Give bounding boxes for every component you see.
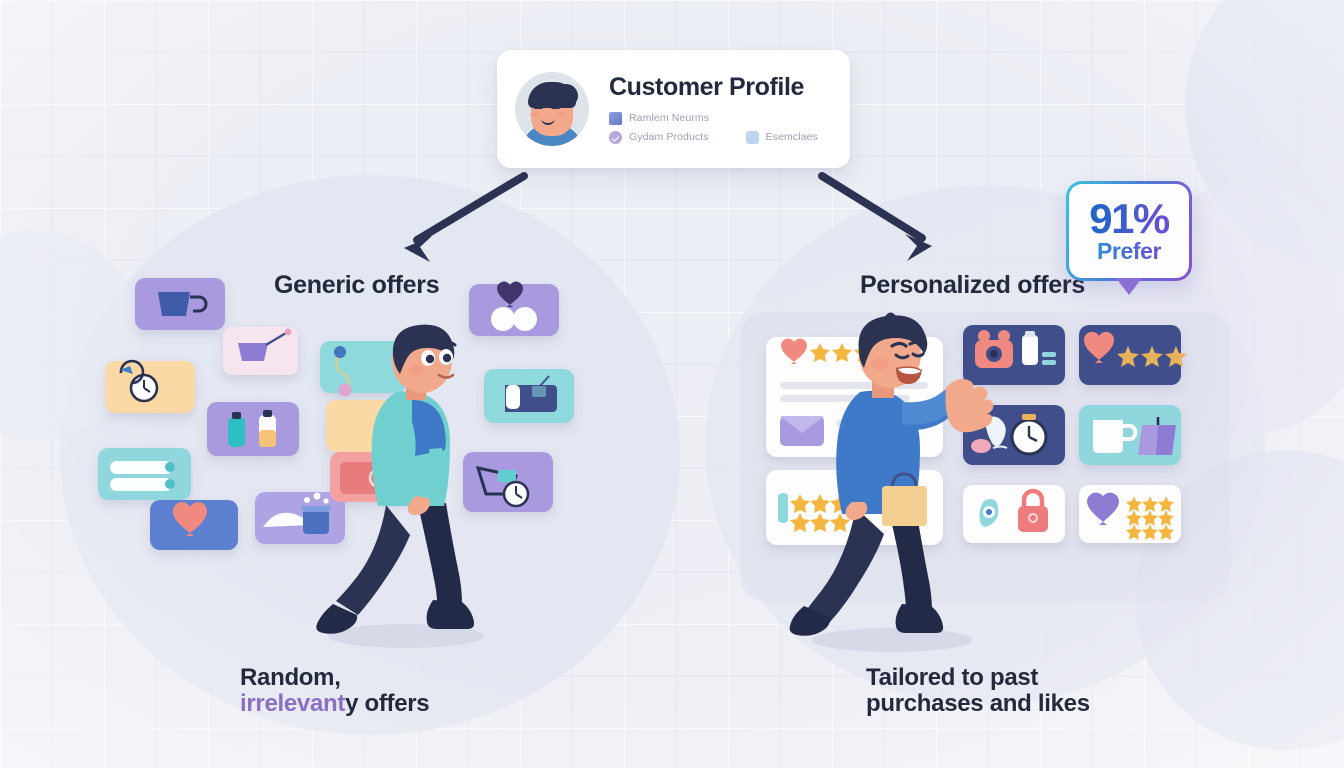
page-title: Customer Profile <box>609 72 805 101</box>
caption-personalized-line1: Tailored to past <box>866 664 1039 691</box>
profile-meta-label: Esemclaes <box>765 131 818 143</box>
customer-profile-card[interactable]: Customer Profile Ramlem Neurms Gydam Pro… <box>497 50 850 168</box>
check-badge-icon <box>609 130 622 144</box>
heading-generic-offers: Generic offers <box>274 271 440 299</box>
caption-generic-rest: y offers <box>345 689 430 717</box>
profile-meta-1: Gydam Products <box>609 130 709 144</box>
avatar <box>515 72 589 146</box>
caption-generic-line1: Random, <box>240 664 341 691</box>
tag-icon <box>745 130 759 144</box>
caption-generic-highlight: irrelevant <box>240 689 346 717</box>
profile-meta-label: Gydam Products <box>629 131 709 143</box>
badge-tail <box>1116 278 1142 295</box>
caption-generic: Random, irrelevanty offers <box>240 664 430 717</box>
profile-meta-2: Esemclaes <box>745 130 818 144</box>
profile-meta-0: Ramlem Neurms <box>609 111 710 125</box>
badge-percentage: 91% <box>1089 194 1170 242</box>
badge-label: Prefer <box>1096 238 1162 265</box>
heading-personalized-offers: Personalized offers <box>860 271 1085 299</box>
bar-chart-icon <box>609 111 622 125</box>
profile-meta-label: Ramlem Neurms <box>629 112 710 124</box>
stat-badge[interactable]: 91% Prefer <box>1066 181 1192 295</box>
character-generic-shopper <box>316 324 484 648</box>
caption-personalized-line2: purchases and likes <box>866 689 1090 717</box>
caption-personalized: Tailored to past purchases and likes <box>866 665 1090 717</box>
character-personalized-shopper <box>789 312 994 652</box>
